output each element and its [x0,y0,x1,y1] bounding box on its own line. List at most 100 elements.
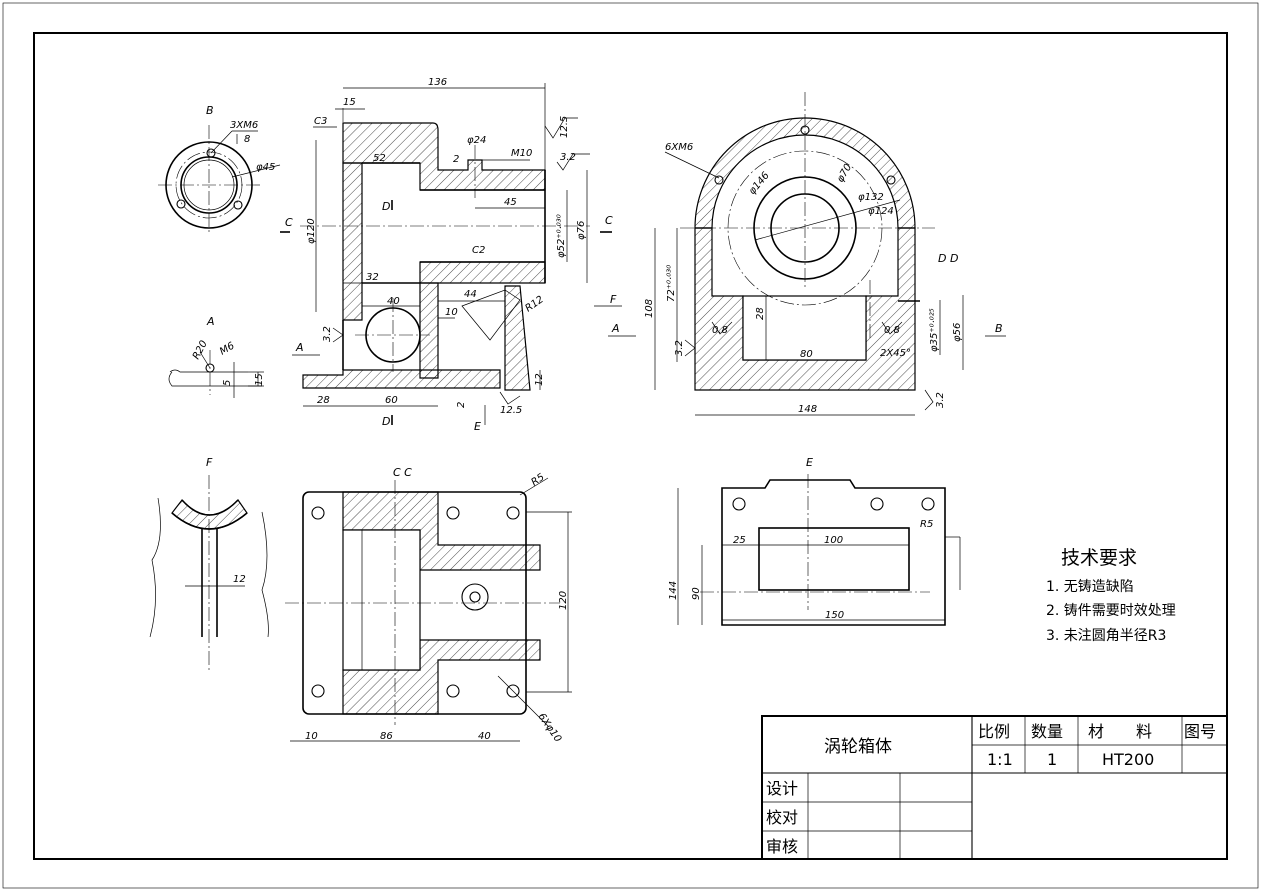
front-60-dim: 60 [385,395,398,406]
front-rough125b-dim: 12.5 [500,405,522,416]
material-header: 材 料 [1088,722,1152,741]
right-chamfer-dim: 2X45° [880,348,911,359]
cc-120-dim: 120 [558,591,569,610]
front-a-label: A [295,341,304,354]
right-phi124-dim: φ124 [868,206,894,217]
e-view-label: E [806,456,813,469]
cc-holes-dim: 6Xφ10 [536,711,564,744]
a-detail-label: A [206,315,215,328]
front-f-label: F [610,293,617,306]
front-44-dim: 44 [464,289,477,300]
front-c2-dim: C2 [472,245,485,256]
cc-40-dim: 40 [478,731,491,742]
front-2-dim: 2 [453,154,459,165]
b-thread-dim: 3XM6 [230,120,258,131]
part-name: 涡轮箱体 [824,737,892,757]
e-150-dim: 150 [825,610,844,621]
drawing-no-header: 图号 [1184,722,1216,741]
right-rough32b-dim: 3.2 [935,392,946,408]
cc-86-dim: 86 [380,731,393,742]
inner-border [33,32,1228,860]
right-28-dim: 28 [755,307,766,320]
right-phi56-dim: φ56 [952,323,963,342]
requirements-title: 技术要求 [1061,547,1137,569]
front-rough32b-dim: 3.2 [322,326,333,342]
a-m6-dim: M6 [218,341,236,358]
right-a-label: A [611,322,620,335]
front-c3-dim: C3 [314,116,327,127]
right-148-dim: 148 [798,404,817,415]
f-view: F 12 [149,456,269,670]
a-5-dim: 5 [222,380,233,386]
front-phi52-dim: φ52⁺⁰·⁰³⁰ [556,214,567,258]
front-15-dim: 15 [343,97,356,108]
a-15-dim: 15 [254,373,265,386]
front-rough125-dim: 12.5 [559,116,570,138]
b-depth-dim: 8 [244,134,250,145]
front-40-dim: 40 [387,296,400,307]
right-section-view: D D 6XM6 φ146 φ70 φ132 φ124 108 72⁺⁰·⁰³⁰… [608,92,1006,416]
technical-requirements: 技术要求 1. 无铸造缺陷 2. 铸件需要时效处理 3. 未注圆角半径R3 [1046,547,1176,644]
front-rough32-dim: 3.2 [560,152,576,163]
front-r12-dim: R12 [523,294,545,314]
right-m6-dim: 6XM6 [665,142,693,153]
front-c-right-label: C [605,214,613,227]
b-view-flange: B 3XM6 8 φ45 [158,104,281,235]
dd-view-label: D D [938,252,958,265]
front-45-dim: 45 [504,197,517,208]
front-d-top-label: D [382,200,390,213]
scale-header: 比例 [978,722,1010,741]
right-72-dim: 72⁺⁰·⁰³⁰ [666,265,677,302]
front-e-label: E [474,420,481,433]
right-phi35-dim: φ35⁺⁰·⁰²⁵ [929,308,940,352]
right-phi132-dim: φ132 [858,192,884,203]
front-phi76-dim: φ76 [576,221,587,240]
front-136-dim: 136 [428,77,447,88]
e-view: E 25 100 R5 144 90 150 [668,456,961,626]
e-90-dim: 90 [691,587,702,600]
front-52-dim: 52 [373,153,386,164]
right-phi70-dim: φ70 [835,162,854,184]
e-r5-dim: R5 [920,519,933,530]
review-role: 审核 [766,837,798,856]
f-view-label: F [206,456,213,469]
right-rough08b-dim: 0.8 [884,325,900,336]
check-role: 校对 [766,808,798,827]
e-25-dim: 25 [733,535,746,546]
front-m10-dim: M10 [511,148,532,159]
scale-value: 1:1 [987,750,1013,769]
front-10-dim: 10 [445,307,458,318]
cc-view: C C 120 R5 10 86 40 6Xφ10 [285,466,572,744]
a-r20-dim: R20 [191,339,210,362]
front-c-left-label: C [285,216,293,229]
cc-view-label: C C [393,466,412,479]
right-108-dim: 108 [644,299,655,318]
b-phi45-dim: φ45 [256,162,275,173]
right-80-dim: 80 [800,349,813,360]
front-section-view: C C D D A E F 136 15 C3 52 φ24 M10 2 45 … [280,77,622,433]
quantity-value: 1 [1047,750,1057,769]
requirement-3: 3. 未注圆角半径R3 [1046,628,1166,644]
front-d-bottom-label: D [382,415,390,428]
material-value: HT200 [1102,750,1154,769]
right-rough32a-dim: 3.2 [674,340,685,356]
front-32-dim: 32 [366,272,379,283]
b-view-label: B [206,104,214,117]
e-144-dim: 144 [668,581,679,600]
cc-10-dim: 10 [305,731,318,742]
requirement-1: 1. 无铸造缺陷 [1046,579,1134,595]
front-phi120-dim: φ120 [306,218,317,244]
right-b-label: B [995,322,1003,335]
e-100-dim: 100 [824,535,843,546]
front-28-dim: 28 [317,395,330,406]
quantity-header: 数量 [1031,722,1063,741]
a-detail-view: A R20 M6 5 15 [168,315,265,398]
right-rough08a-dim: 0.8 [712,325,728,336]
cc-r5-dim: R5 [529,472,546,489]
front-12-dim: 12 [534,373,545,386]
requirement-2: 2. 铸件需要时效处理 [1046,603,1176,619]
f-12-dim: 12 [233,574,246,585]
design-role: 设计 [766,779,798,798]
